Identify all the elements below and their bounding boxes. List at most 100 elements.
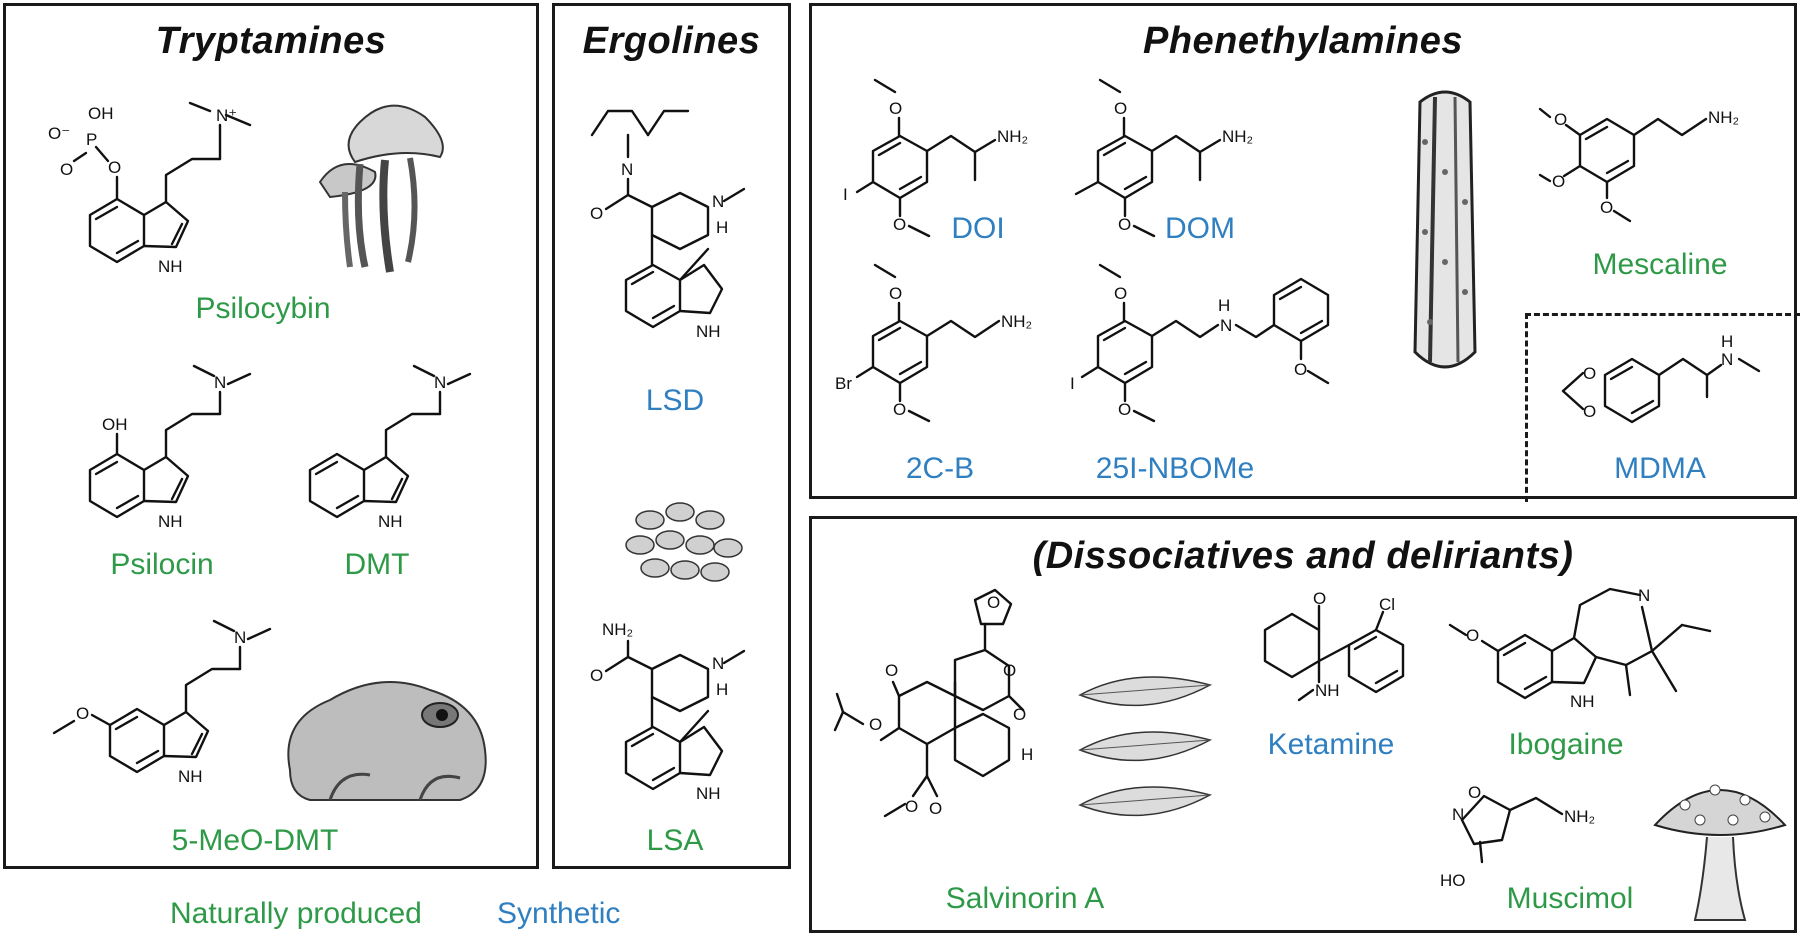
svg-text:O: O [1583, 364, 1596, 383]
svg-text:NH: NH [1315, 681, 1340, 700]
label-ketamine: Ketamine [1267, 728, 1395, 761]
svg-text:O: O [1468, 783, 1481, 802]
ergolines-panel: Ergolines [552, 3, 791, 869]
legend-natural: Naturally produced [170, 897, 422, 930]
lsa-structure: NH₂ O N H NH [590, 620, 746, 803]
svg-text:NH: NH [696, 322, 721, 341]
svg-text:NH₂: NH₂ [1222, 127, 1253, 146]
label-dom: DOM [1165, 212, 1235, 245]
atom-nh: NH [158, 257, 183, 276]
svg-text:N: N [712, 192, 724, 211]
svg-text:O: O [1313, 589, 1326, 608]
salvinorin-structure: O O O H O O O O [833, 588, 1033, 818]
label-psilocin: Psilocin [110, 548, 214, 581]
svg-text:O: O [60, 160, 73, 179]
psilocybin-structure: NH O P OH O⁻ O N⁺ [48, 101, 252, 276]
label-muscimol: Muscimol [1506, 882, 1634, 915]
toad-icon [287, 681, 487, 801]
panel-title-dissociatives: (Dissociatives and deliriants) [1032, 535, 1574, 577]
svg-text:O: O [108, 158, 121, 177]
svg-text:N: N [712, 654, 724, 673]
lsd-structure: N O N H NH [590, 109, 746, 341]
svg-text:O: O [1583, 402, 1596, 421]
svg-text:O: O [1600, 198, 1613, 217]
svg-text:NH₂: NH₂ [602, 620, 633, 639]
label-2c-b: 2C-B [905, 452, 975, 485]
panel-title-tryptamines: Tryptamines [155, 20, 387, 62]
svg-text:N: N [1638, 586, 1650, 605]
amanita-icon [1653, 784, 1787, 921]
svg-text:N: N [1721, 350, 1733, 369]
mushroom-icon [318, 104, 444, 273]
panel-title-ergolines: Ergolines [582, 20, 761, 62]
label-ibogaine: Ibogaine [1508, 728, 1624, 761]
psilocin-structure: NH OH N [88, 364, 252, 531]
label-25i-nbome: 25I-NBOMe [1095, 452, 1255, 485]
svg-text:I: I [843, 185, 848, 204]
meo-dmt-structure: NH O N [52, 619, 272, 786]
ketamine-structure: O NH Cl [1263, 589, 1405, 702]
svg-text:O: O [76, 704, 89, 723]
svg-text:O: O [1554, 110, 1567, 129]
svg-text:N: N [621, 160, 633, 179]
mdma-dashed-box [1525, 313, 1800, 502]
svg-text:NH₂: NH₂ [997, 127, 1028, 146]
svg-text:O: O [929, 799, 942, 818]
svg-text:I: I [1070, 374, 1075, 393]
svg-text:O: O [1114, 99, 1127, 118]
svg-text:NH: NH [178, 767, 203, 786]
svg-text:O: O [905, 797, 918, 816]
svg-text:NH: NH [158, 512, 183, 531]
svg-text:O: O [889, 99, 902, 118]
svg-text:NH: NH [1570, 692, 1595, 711]
label-lsa: LSA [646, 824, 704, 857]
dissociatives-panel: (Dissociatives and deliriants) [809, 516, 1797, 933]
svg-text:HO: HO [1440, 871, 1466, 890]
svg-text:P: P [86, 130, 97, 149]
svg-text:NH₂: NH₂ [1708, 108, 1739, 127]
svg-text:N: N [214, 373, 226, 392]
svg-text:H: H [1218, 296, 1230, 315]
svg-text:O: O [893, 400, 906, 419]
label-dmt: DMT [344, 548, 410, 581]
svg-text:O: O [590, 666, 603, 685]
panel-title-phenethylamines: Phenethylamines [1142, 20, 1464, 62]
svg-text:N: N [1220, 316, 1232, 335]
svg-text:O: O [869, 715, 882, 734]
label-mdma: MDMA [1614, 452, 1706, 485]
svg-text:O: O [1552, 172, 1565, 191]
svg-text:OH: OH [102, 415, 128, 434]
2cb-structure: O Br O NH₂ [835, 263, 1032, 423]
svg-text:H: H [1721, 332, 1733, 351]
mescaline-structure: O O O NH₂ [1538, 107, 1739, 223]
label-mescaline: Mescaline [1592, 248, 1728, 281]
svg-text:NH: NH [378, 512, 403, 531]
legend-synthetic: Synthetic [497, 897, 621, 930]
svg-text:N: N [434, 373, 446, 392]
svg-text:O: O [885, 661, 898, 680]
svg-text:O: O [1294, 360, 1307, 379]
svg-text:O: O [1118, 400, 1131, 419]
svg-text:NH₂: NH₂ [1001, 312, 1032, 331]
svg-text:H: H [716, 680, 728, 699]
phenethylamines-panel: Phenethylamines [809, 3, 1797, 499]
svg-text:OH: OH [88, 104, 114, 123]
seeds-icon [625, 502, 743, 582]
label-lsd: LSD [645, 384, 705, 417]
svg-text:Br: Br [835, 374, 852, 393]
cactus-icon [1413, 90, 1477, 369]
svg-text:H: H [1021, 745, 1033, 764]
mdma-structure: O O N H [1561, 332, 1761, 424]
ibogaine-structure: O NH N [1448, 586, 1712, 711]
svg-text:O: O [889, 284, 902, 303]
svg-text:O: O [987, 593, 1000, 612]
svg-text:O⁻: O⁻ [48, 124, 70, 143]
svg-text:O: O [590, 204, 603, 223]
label-psilocybin: Psilocybin [195, 292, 331, 325]
svg-text:O: O [1466, 626, 1479, 645]
svg-text:O: O [1003, 661, 1016, 680]
tryptamines-panel: Tryptamines [3, 3, 539, 869]
svg-text:NH: NH [696, 784, 721, 803]
doi-structure: O I O NH₂ [843, 78, 1028, 238]
muscimol-structure: O N HO NH₂ [1440, 783, 1595, 890]
